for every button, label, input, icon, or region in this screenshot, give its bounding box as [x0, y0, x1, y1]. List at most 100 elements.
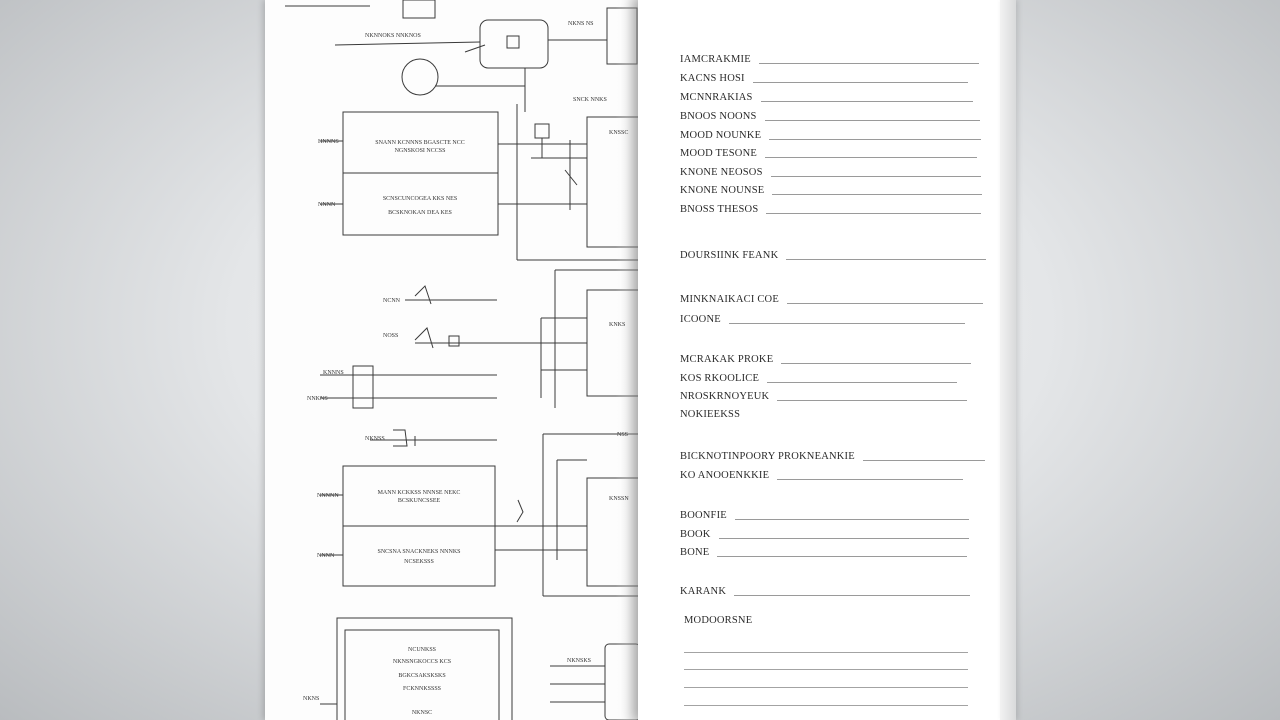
- side-label: NNNNN: [317, 493, 339, 499]
- form-field: NROSKRNOYEUK: [680, 391, 968, 403]
- box-label: SNANN KCNNNS BGASCTE NCC: [375, 140, 465, 146]
- field-label: BONE: [680, 547, 710, 558]
- fill-line[interactable]: [728, 322, 965, 324]
- wire-label: NKNNOKS NNKNOS: [365, 33, 421, 39]
- notes-line[interactable]: [684, 686, 968, 688]
- fill-line[interactable]: [766, 212, 982, 214]
- form-page: IAMCRAKMIE KACNS HOSI MCNNRAKIAS BNOOS N…: [638, 0, 1001, 720]
- field-label: KO ANOOENKKIE: [680, 470, 770, 481]
- meter-dial: [506, 35, 520, 49]
- box-label: NKNSC: [412, 710, 432, 716]
- fill-line[interactable]: [764, 156, 977, 158]
- form-field: MCRAKAK PROKE: [680, 354, 972, 366]
- wire-label: NKNS NS: [568, 21, 594, 27]
- meter-box: [479, 19, 549, 69]
- fill-line[interactable]: [786, 258, 987, 260]
- section-heading: MCRAKAK PROKE: [680, 354, 774, 365]
- field-label: KNONE NEOSOS: [680, 167, 763, 178]
- wire-label: KNSSC: [609, 130, 628, 136]
- relay-coil: [534, 123, 550, 139]
- box-label: BGKCSAKSKSKS: [398, 673, 445, 679]
- fill-line[interactable]: [770, 175, 981, 177]
- section-heading: MODOORSNE: [684, 615, 753, 626]
- fill-line[interactable]: [786, 302, 983, 304]
- field-label: KOS RKOOLICE: [680, 373, 760, 384]
- fill-line[interactable]: [734, 594, 971, 596]
- cabinet-frame: [336, 617, 513, 720]
- box-label: BCSKNOKAN DEA KES: [388, 210, 452, 216]
- field-label: ICOONE: [680, 314, 721, 325]
- section-heading: BOONFIE: [680, 510, 727, 521]
- schematic-page: SNANN KCNNNS BGASCTE NCC NGNSKOSI NCCSS …: [265, 0, 640, 720]
- terminal-block: [586, 116, 640, 248]
- form-field: BONE: [680, 547, 968, 559]
- field-label: KNONE NOUNSE: [680, 185, 765, 196]
- form-field: BOOK: [680, 529, 969, 541]
- side-label: NNNN: [317, 553, 335, 559]
- section-heading: BICKNOTINPOORY PROKNEANKIE: [680, 451, 855, 462]
- field-label: KACNS HOSI: [680, 73, 745, 84]
- form-field: KACNS HOSI: [680, 73, 968, 85]
- fill-line[interactable]: [752, 81, 968, 83]
- section-heading: MINKNAIKACI COE: [680, 294, 779, 305]
- box-label: BCSKUNCSSEE: [398, 498, 441, 504]
- box-label: MANN KCKKSS NNNSE NEKC: [378, 490, 461, 496]
- field-label: NROSKRNOYEUK: [680, 391, 770, 402]
- side-label: NKNS: [303, 696, 319, 702]
- field-label: IAMCRAKMIE: [680, 54, 751, 65]
- wiring-schematic: SNANN KCNNNS BGASCTE NCC NGNSKOSI NCCSS …: [285, 0, 640, 720]
- fill-line[interactable]: [777, 399, 968, 401]
- section-heading: KARANK: [680, 586, 727, 597]
- notes-line[interactable]: [684, 651, 968, 653]
- fill-line[interactable]: [772, 193, 983, 195]
- fill-line[interactable]: [718, 537, 969, 539]
- fill-line[interactable]: [777, 478, 964, 480]
- fill-line[interactable]: [717, 555, 968, 557]
- field-label: BOOK: [680, 529, 711, 540]
- side-label: NCNN: [383, 298, 401, 304]
- side-label: KNNNS: [323, 370, 344, 376]
- form-field: IAMCRAKMIE: [680, 54, 979, 66]
- notes-line[interactable]: [684, 704, 968, 706]
- terminal-block: [586, 477, 640, 587]
- box-label: SNCSNA SNACKNEKS NNNKS: [377, 549, 460, 555]
- wire: [464, 44, 486, 53]
- box-label: SCNSCUNCOGEA KKS NES: [383, 196, 457, 202]
- form-field: KO ANOOENKKIE: [680, 470, 964, 482]
- control-box-4: [344, 629, 500, 720]
- fill-line[interactable]: [734, 518, 969, 520]
- form-field: MOOD TESONE: [680, 148, 977, 160]
- terminal-strip: [352, 365, 374, 409]
- box-label: NCSEKSSS: [404, 559, 434, 565]
- field-label: MOOD TESONE: [680, 148, 757, 159]
- side-label: NNKNS: [307, 396, 328, 402]
- form-field: BNOOS NOONS: [680, 111, 980, 123]
- fill-line[interactable]: [767, 381, 958, 383]
- form-field: MOOD NOUNKE: [680, 130, 982, 142]
- fill-line[interactable]: [769, 138, 982, 140]
- field-label: BNOOS NOONS: [680, 111, 757, 122]
- side-label: NOSS: [383, 333, 398, 339]
- fill-line[interactable]: [862, 459, 985, 461]
- form-field: BICKNOTINPOORY PROKNEANKIE: [680, 451, 985, 463]
- fill-line[interactable]: [781, 362, 972, 364]
- form-field: DOURSIINK FEANK: [680, 250, 987, 262]
- form-field: KARANK: [680, 586, 971, 598]
- form-field: MCNNRAKIAS: [680, 92, 973, 104]
- wire-label: SNCK NNKS: [573, 97, 607, 103]
- form-field: BNOSS THESOS: [680, 204, 982, 216]
- form-field: BOONFIE: [680, 510, 969, 522]
- fill-line[interactable]: [758, 62, 979, 64]
- box-label: NKNSNGKOCCS KCS: [393, 659, 451, 665]
- form-field: KOS RKOOLICE: [680, 373, 958, 385]
- motor-symbol: [401, 58, 439, 96]
- box-label: FCKNNKSSSS: [403, 686, 441, 692]
- fill-line[interactable]: [760, 100, 973, 102]
- notes-line[interactable]: [684, 668, 968, 670]
- fill-line[interactable]: [764, 119, 980, 121]
- wire-label: KNSSN: [609, 496, 629, 502]
- form-field: MODOORSNE: [684, 615, 752, 627]
- form-field: KNONE NOUNSE: [680, 185, 983, 197]
- field-label: NOKIEEKSS: [680, 409, 741, 420]
- wire-label: NSS: [617, 432, 628, 438]
